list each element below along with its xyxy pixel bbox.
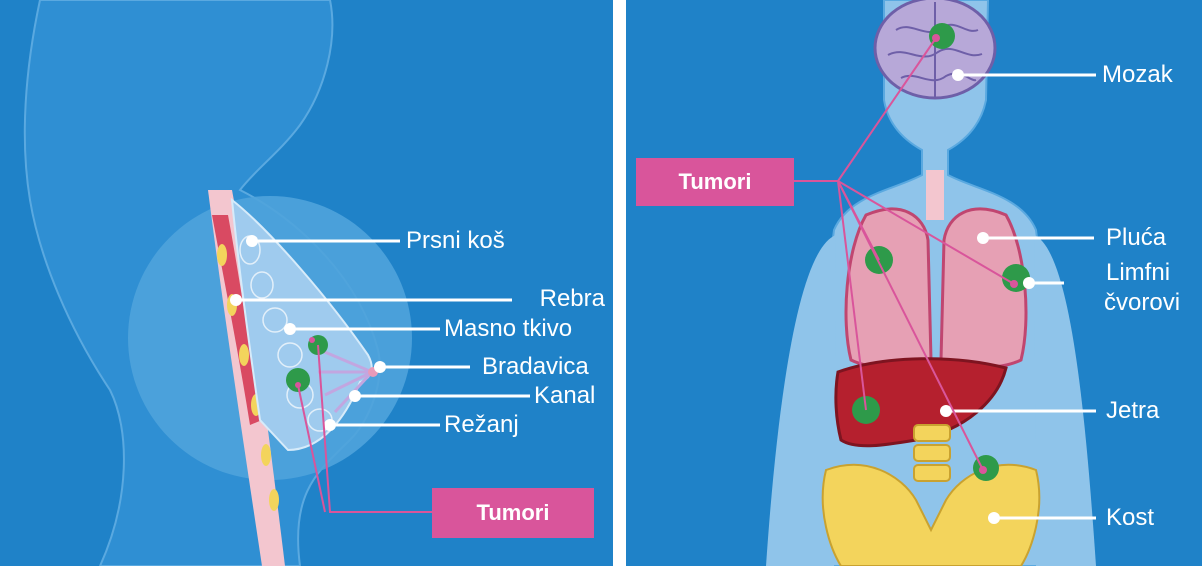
- label-limfni: Limfni: [1106, 260, 1170, 286]
- label-masno-tkivo: Masno tkivo: [444, 316, 572, 342]
- rib: [239, 344, 249, 366]
- trachea: [926, 170, 944, 220]
- body-metastasis-panel: Tumori Mozak Pluća Limfni čvorovi Jetra …: [626, 0, 1202, 566]
- breast-anatomy-illustration: [0, 0, 613, 566]
- label-prsni-kos: Prsni koš: [406, 228, 505, 254]
- label-kost: Kost: [1106, 505, 1154, 531]
- label-rezanj: Režanj: [444, 412, 519, 438]
- breast-anatomy-panel: Prsni koš Rebra Masno tkivo Bradavica Ka…: [0, 0, 613, 566]
- label-kanal: Kanal: [534, 383, 595, 409]
- tumor-tag: Tumori: [636, 158, 794, 206]
- rib: [261, 444, 271, 466]
- label-bradavica: Bradavica: [482, 354, 589, 380]
- rib: [269, 489, 279, 511]
- label-mozak: Mozak: [1102, 62, 1173, 88]
- label-rebra: Rebra: [500, 286, 605, 312]
- rib: [217, 244, 227, 266]
- tumor-tag: Tumori: [432, 488, 594, 538]
- spine: [914, 425, 950, 481]
- label-pluca: Pluća: [1106, 225, 1166, 251]
- label-cvorovi: čvorovi: [1104, 290, 1180, 316]
- label-jetra: Jetra: [1106, 398, 1159, 424]
